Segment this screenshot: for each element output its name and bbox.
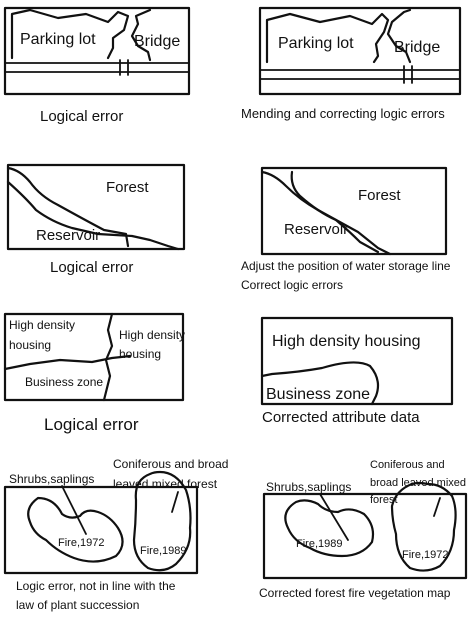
bridge-label: Bridge bbox=[134, 33, 180, 50]
fire-1972-label: Fire,1972 bbox=[402, 549, 448, 561]
map-frame bbox=[262, 492, 468, 580]
coniferous-label-b: leaved mixed forest bbox=[113, 477, 218, 491]
caption-logical-error-1: Logical error bbox=[40, 108, 123, 125]
map-frame bbox=[258, 6, 462, 96]
fire-area-1989-outline bbox=[284, 499, 375, 558]
conifer-leader-line bbox=[433, 497, 441, 517]
map-frame bbox=[3, 6, 191, 96]
fire-area-1989-outline bbox=[132, 470, 192, 572]
map-frame bbox=[3, 485, 199, 575]
caption-succession-line2: law of plant succession bbox=[16, 598, 139, 612]
shrubs-leader-line bbox=[61, 485, 87, 535]
bridge-outline bbox=[386, 8, 412, 64]
panel-parking-bridge-error: Parking lot Bridge bbox=[3, 6, 191, 96]
fire-area-1972-outline bbox=[27, 496, 124, 563]
caption-succession-line1: Logic error, not in line with the bbox=[16, 579, 176, 593]
panel-parking-bridge-corrected: Parking lot Bridge bbox=[258, 6, 462, 96]
shrubs-leader-line bbox=[319, 493, 349, 541]
parking-lot-outline bbox=[265, 12, 390, 64]
reservoir-label: Reservoir bbox=[36, 227, 100, 244]
map-frame bbox=[6, 163, 186, 251]
reservoir-label: Reservoir bbox=[284, 221, 348, 238]
coniferous-label-a: Coniferous and broad bbox=[113, 457, 228, 471]
parking-lot-label: Parking lot bbox=[278, 35, 354, 52]
caption-adjust-line1: Adjust the position of water storage lin… bbox=[241, 259, 451, 273]
parking-lot-outline bbox=[10, 8, 130, 60]
fire-1989-label: Fire,1989 bbox=[296, 538, 342, 550]
forest-label: Forest bbox=[358, 187, 401, 204]
panel-forest-reservoir-corrected: Forest Reservoir bbox=[260, 166, 448, 256]
business-zone-label: Business zone bbox=[266, 386, 370, 403]
conifer-leader-line bbox=[171, 491, 179, 513]
high-density-label-1b: housing bbox=[9, 338, 51, 352]
panel-fire-vegetation-error: Shrubs,saplings Coniferous and broad lea… bbox=[3, 457, 228, 575]
high-density-label-2a: High density bbox=[119, 328, 185, 342]
zone-boundary-horizontal bbox=[3, 354, 132, 371]
caption-corrected-attribute: Corrected attribute data bbox=[262, 409, 420, 426]
coniferous-label-c: forest bbox=[370, 494, 398, 506]
map-frame bbox=[3, 312, 185, 402]
shrubs-saplings-label: Shrubs,saplings bbox=[9, 472, 94, 486]
business-zone-label: Business zone bbox=[25, 375, 103, 389]
bridge-outline bbox=[130, 8, 152, 62]
map-frame bbox=[260, 166, 448, 256]
reservoir-outline bbox=[6, 166, 130, 248]
caption-logical-error-3: Logical error bbox=[44, 415, 139, 434]
forest-boundary-line bbox=[290, 170, 380, 254]
bridge-label: Bridge bbox=[394, 39, 440, 56]
caption-corrected-fire-map: Corrected forest fire vegetation map bbox=[259, 586, 451, 600]
high-density-label-2b: housing bbox=[119, 347, 161, 361]
panel-forest-reservoir-error: Forest Reservoir bbox=[6, 163, 186, 251]
fire-area-1972-outline bbox=[390, 481, 457, 572]
forest-boundary-line bbox=[6, 180, 180, 251]
panel-attribute-error: High density housing High density housin… bbox=[3, 312, 185, 402]
caption-mending: Mending and correcting logic errors bbox=[241, 106, 445, 121]
caption-logical-error-2: Logical error bbox=[50, 259, 133, 276]
shrubs-saplings-label: Shrubs,saplings bbox=[266, 480, 351, 494]
panel-fire-vegetation-corrected: Shrubs,saplings Coniferous and broad lea… bbox=[262, 459, 468, 580]
caption-adjust-line2: Correct logic errors bbox=[241, 278, 343, 292]
coniferous-label-a: Coniferous and bbox=[370, 459, 445, 471]
zone-boundary bbox=[260, 361, 380, 406]
zone-boundary-vertical bbox=[102, 312, 114, 402]
coniferous-label-b: broad leaved mixed bbox=[370, 477, 466, 489]
parking-lot-label: Parking lot bbox=[20, 31, 96, 48]
high-density-label-1a: High density bbox=[9, 318, 75, 332]
fire-1972-label: Fire,1972 bbox=[58, 537, 104, 549]
map-frame bbox=[260, 316, 454, 406]
forest-label: Forest bbox=[106, 179, 149, 196]
panel-attribute-corrected: High density housing Business zone bbox=[260, 316, 454, 406]
fire-1989-label: Fire,1989 bbox=[140, 545, 186, 557]
reservoir-outline bbox=[260, 170, 392, 256]
high-density-label: High density housing bbox=[272, 333, 421, 350]
